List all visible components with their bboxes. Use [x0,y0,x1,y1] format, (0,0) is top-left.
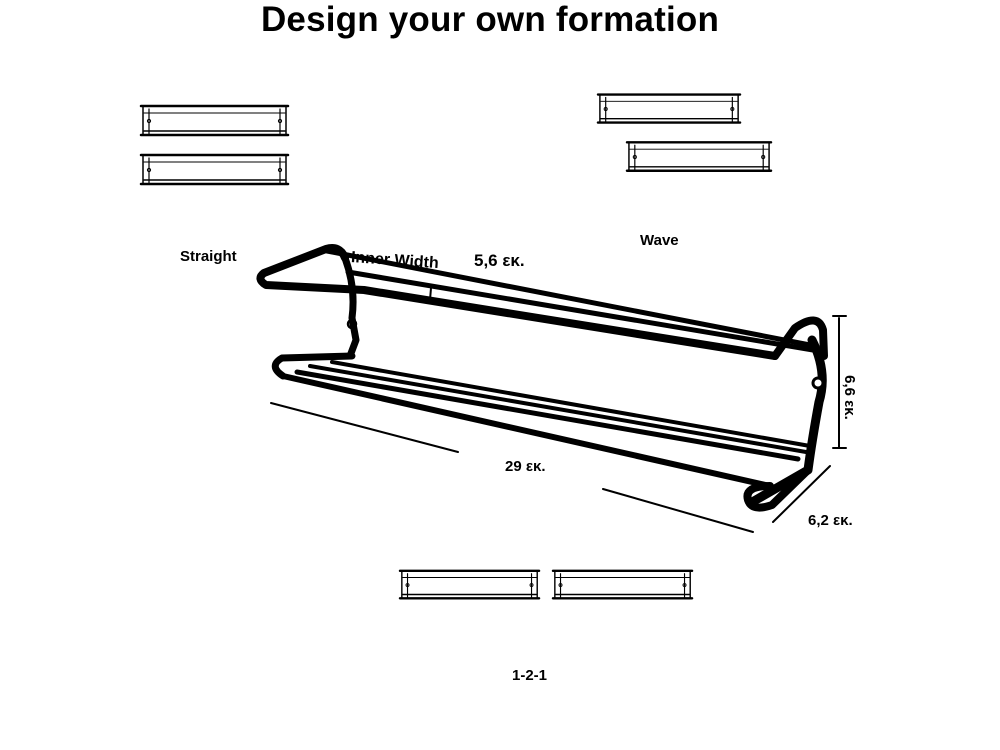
length-dimension-line-left [270,402,459,453]
one-two-one-formation-label: 1-2-1 [512,667,548,684]
one-two-one-rack-right [551,569,694,600]
rack-top-front-rail [256,244,779,360]
straight-rack-top [139,104,290,137]
length-dimension-line-right [602,488,754,533]
rack-bottom-left-loop [271,352,356,380]
rack-left-post [341,254,360,360]
height-dimension-label: 6,6 εκ. [840,375,858,420]
straight-rack-bottom [139,153,290,186]
rack-middle-rail [345,269,816,353]
rack-left-post-hole [346,318,358,330]
inner-width-marker [429,287,432,301]
wave-rack-top [596,93,742,124]
rack-right-post-lower [749,335,827,506]
rack-bottom-rail-1 [294,369,801,462]
wave-formation-label: Wave [640,232,679,249]
straight-formation-label: Straight [180,248,237,265]
one-two-one-rack-left [398,569,541,600]
rack-right-post [771,316,828,360]
rack-bottom-rail-4 [280,373,773,489]
rack-right-post-hole [811,376,825,390]
depth-dimension-label: 5,6 εκ. [474,251,525,270]
rack-bottom-rail-2 [308,364,808,454]
wave-rack-bottom [625,141,773,172]
rack-bottom-rail-3 [330,360,812,448]
width-dimension-line [772,465,831,523]
rack-top-back-rail [324,248,813,348]
length-dimension-label: 29 εκ. [505,458,546,475]
page-title: Design your own formation [260,0,720,39]
rack-bottom-right-loop [743,466,812,512]
width-dimension-label: 6,2 εκ. [808,512,853,529]
